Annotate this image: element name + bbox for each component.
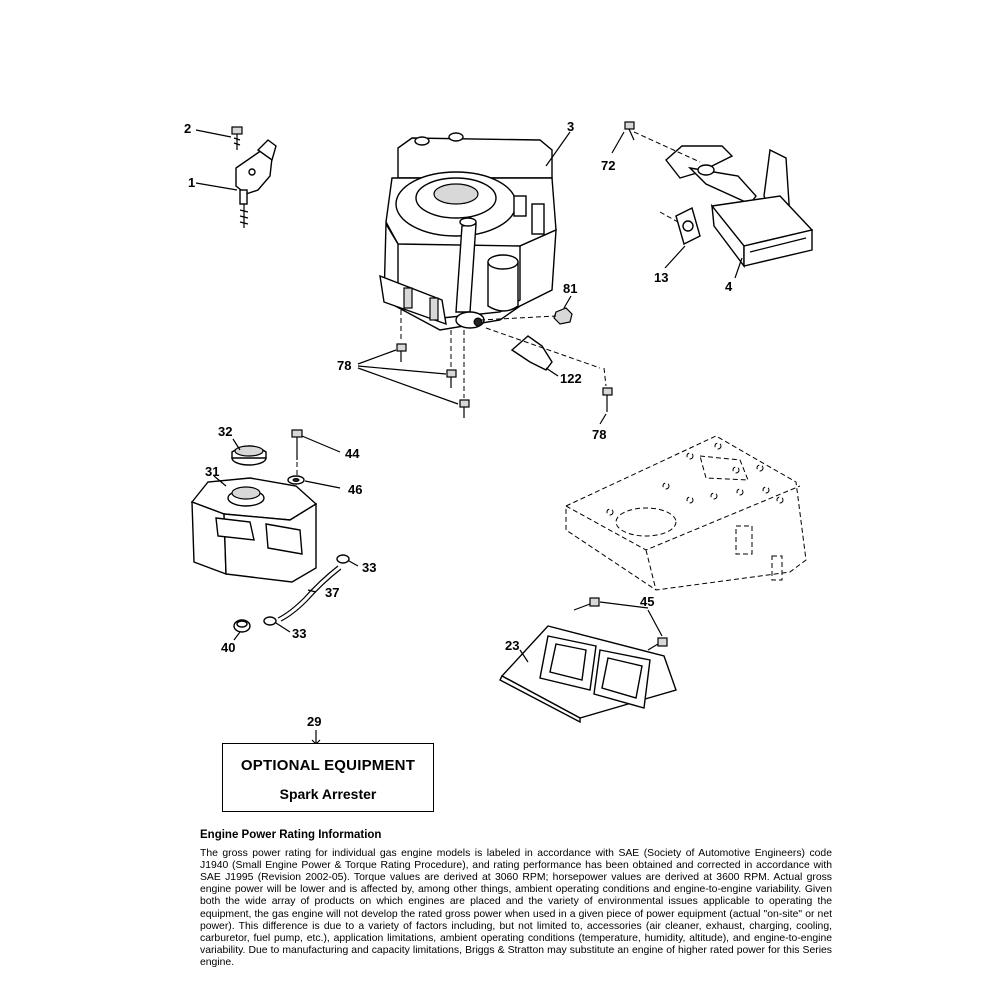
label-part-45: 45 [640,594,654,609]
label-part-29: 29 [307,714,321,729]
label-part-122: 122 [560,371,582,386]
engine [379,132,557,331]
label-part-78-right: 78 [592,427,606,442]
rating-body-text: The gross power rating for individual ga… [200,848,832,968]
exhaust-gasket [675,206,701,246]
tank-washer [287,475,305,485]
label-part-31: 31 [205,464,219,479]
label-part-32: 32 [218,424,232,439]
exhaust-bolt [624,121,635,141]
heat-shield-screws [573,597,668,651]
heat-shield [499,625,677,724]
optional-equipment-item: Spark Arrester [279,786,377,802]
engine-mount-bolts [396,343,613,418]
throttle-control-bracket [235,139,277,228]
fuel-cap [231,445,267,466]
label-part-23: 23 [505,638,519,653]
engine-mount-plate [565,435,807,591]
muffler [665,145,814,269]
label-part-40: 40 [221,640,235,655]
tank-screw [291,429,303,460]
rating-heading: Engine Power Rating Information [200,829,382,841]
label-part-72: 72 [601,158,615,173]
engine-power-rating-section: Engine Power Rating Information The gros… [200,829,832,969]
optional-equipment-title: OPTIONAL EQUIPMENT [240,757,416,774]
label-part-1: 1 [188,175,195,190]
label-part-4: 4 [725,279,733,294]
label-part-81: 81 [563,281,577,296]
label-part-13: 13 [654,270,668,285]
label-part-78-left: 78 [337,358,351,373]
tank-bushing [233,619,251,633]
label-part-33-upper: 33 [362,560,376,575]
label-part-2: 2 [184,121,191,136]
optional-equipment-box: OPTIONAL EQUIPMENT Spark Arrester [222,743,434,812]
label-part-33-lower: 33 [292,626,306,641]
fuel-tank [190,477,318,583]
control-screw [231,126,243,150]
fuel-line [277,565,342,622]
label-part-46: 46 [348,482,362,497]
label-part-3: 3 [567,119,574,134]
label-part-44: 44 [345,446,360,461]
hose-clamps [263,554,350,626]
label-part-37: 37 [325,585,339,600]
engine-nut [553,307,573,325]
debris-shield [510,335,553,371]
